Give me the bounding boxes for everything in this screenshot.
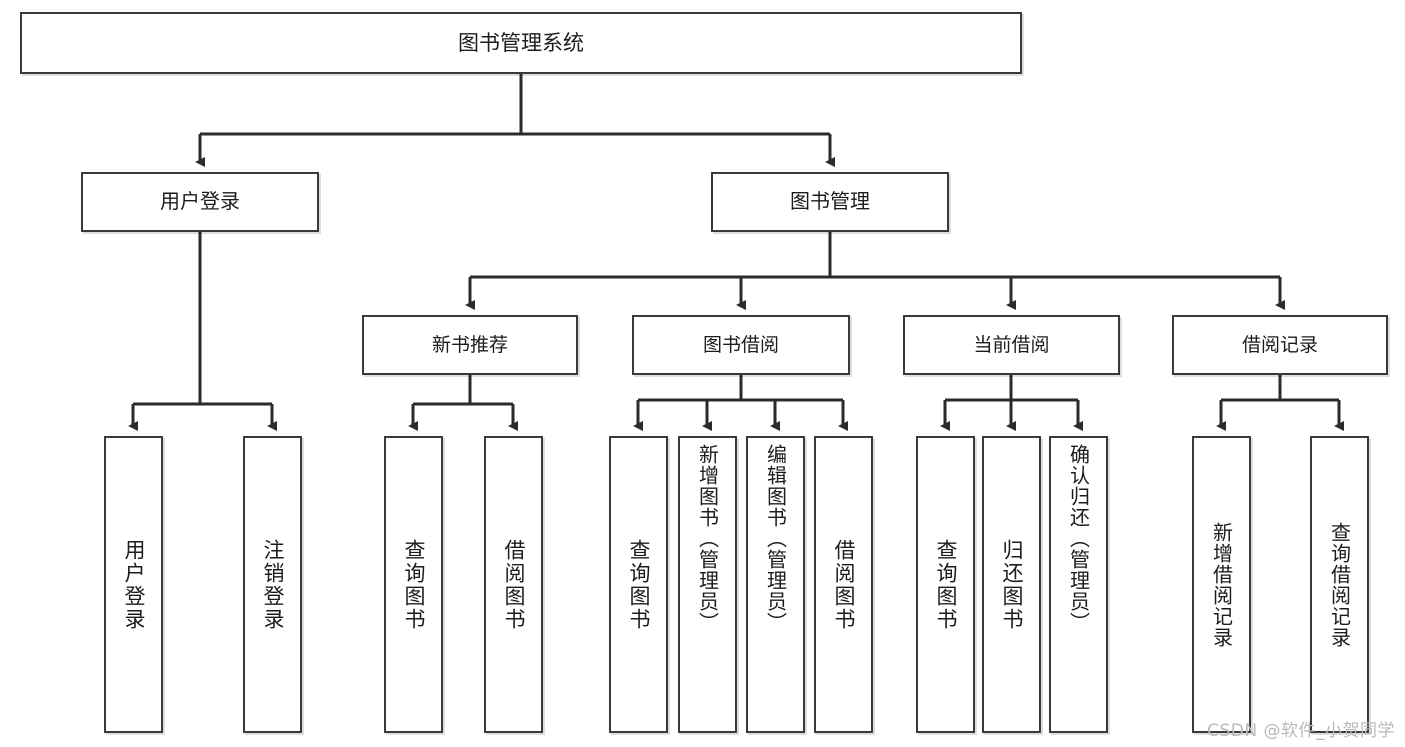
node-current-borrow[interactable]: 当前借阅	[903, 315, 1120, 375]
leaf-user-login[interactable]: 用户登录	[104, 436, 163, 733]
leaf-logout[interactable]: 注销登录	[243, 436, 302, 733]
node-label: 借阅记录	[1241, 333, 1318, 356]
node-label: 新书推荐	[431, 333, 508, 356]
node-label: 查询图书	[627, 538, 651, 631]
node-label: 查询图书	[402, 538, 426, 631]
node-label: 归还图书	[1000, 538, 1024, 631]
leaf-borrowrecord-query-record[interactable]: 查询借阅记录	[1310, 436, 1369, 733]
node-root-book-management-system[interactable]: 图书管理系统	[20, 12, 1022, 74]
node-label: 用户登录	[160, 189, 240, 214]
node-label: 注销登录	[261, 538, 285, 631]
node-label: 图书管理系统	[458, 30, 584, 55]
node-label: 查询图书	[934, 538, 958, 631]
leaf-bookborrow-query-book[interactable]: 查询图书	[609, 436, 668, 733]
leaf-bookborrow-edit-book-admin[interactable]: 编辑图书（管理员）	[746, 436, 805, 733]
node-label: 借阅图书	[502, 538, 526, 631]
leaf-currentborrow-query-book[interactable]: 查询图书	[916, 436, 975, 733]
node-user-login[interactable]: 用户登录	[81, 172, 319, 232]
node-label: 新增图书（管理员）	[695, 444, 720, 633]
leaf-bookborrow-borrow-book[interactable]: 借阅图书	[814, 436, 873, 733]
node-book-borrow[interactable]: 图书借阅	[632, 315, 850, 375]
node-label: 用户登录	[122, 538, 146, 631]
node-label: 确认归还（管理员）	[1066, 444, 1091, 633]
node-label: 图书管理	[790, 189, 870, 214]
leaf-currentborrow-return-book[interactable]: 归还图书	[982, 436, 1041, 733]
node-new-book-recommend[interactable]: 新书推荐	[362, 315, 578, 375]
node-label: 查询借阅记录	[1327, 521, 1352, 648]
node-label: 当前借阅	[973, 333, 1050, 356]
leaf-bookborrow-add-book-admin[interactable]: 新增图书（管理员）	[678, 436, 737, 733]
node-borrow-record[interactable]: 借阅记录	[1172, 315, 1388, 375]
watermark-text: CSDN @软件_小贺同学	[1207, 721, 1395, 741]
node-label: 借阅图书	[832, 538, 856, 631]
leaf-newbook-query-book[interactable]: 查询图书	[384, 436, 443, 733]
node-label: 新增借阅记录	[1209, 521, 1234, 648]
node-book-management[interactable]: 图书管理	[711, 172, 949, 232]
leaf-borrowrecord-add-record[interactable]: 新增借阅记录	[1192, 436, 1251, 733]
leaf-newbook-borrow-book[interactable]: 借阅图书	[484, 436, 543, 733]
leaf-currentborrow-confirm-return-admin[interactable]: 确认归还（管理员）	[1049, 436, 1108, 733]
node-label: 图书借阅	[702, 333, 779, 356]
node-label: 编辑图书（管理员）	[763, 444, 788, 633]
